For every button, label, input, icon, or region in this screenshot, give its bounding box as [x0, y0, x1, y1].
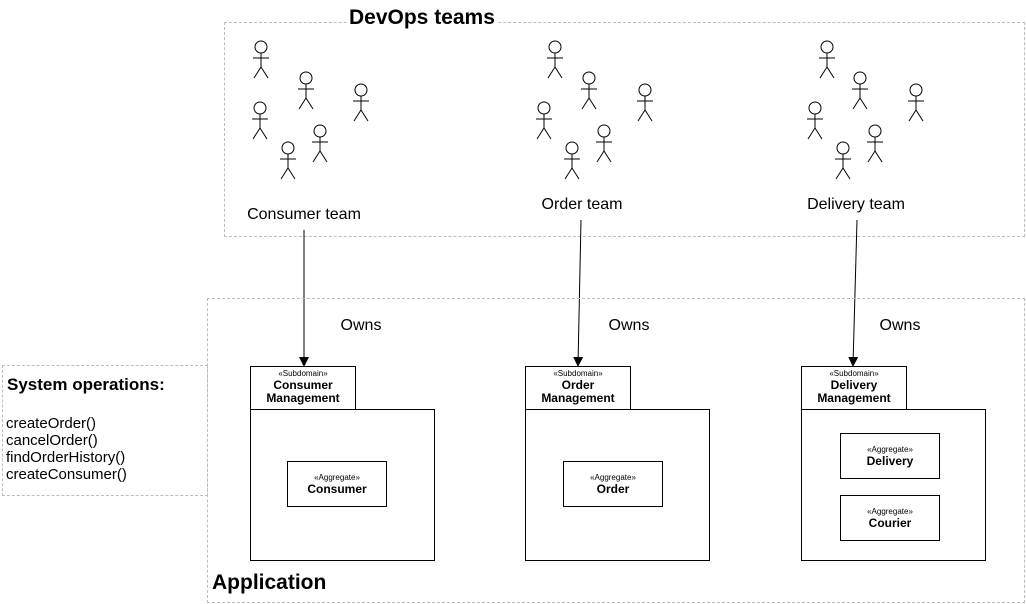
team-member-icon: [252, 40, 270, 79]
team-member-icon: [580, 71, 598, 110]
aggregate-consumer: «Aggregate» Consumer: [287, 461, 387, 507]
subdomain-tab-consumer: «Subdomain» Consumer Management: [250, 366, 356, 410]
team-member-icon: [806, 101, 824, 140]
system-operation-item: cancelOrder(): [6, 432, 98, 449]
team-label-order: Order team: [541, 196, 623, 213]
team-member-icon: [311, 124, 329, 163]
aggregate-delivery: «Aggregate» Delivery: [840, 433, 940, 479]
subdomain-name: Delivery Management: [817, 377, 891, 405]
aggregate-stereotype: «Aggregate»: [867, 506, 913, 516]
subdomain-tab-delivery: «Subdomain» Delivery Management: [801, 366, 907, 410]
system-operations-title: System operations:: [7, 375, 165, 394]
devops-teams-region: [224, 22, 1025, 237]
team-label-consumer: Consumer team: [247, 206, 361, 223]
team-member-icon: [851, 71, 869, 110]
delivery-team-figures: [806, 40, 925, 180]
team-member-icon: [535, 101, 553, 140]
aggregate-name: Delivery: [866, 453, 914, 468]
system-operation-item: findOrderHistory(): [6, 449, 126, 466]
aggregate-stereotype: «Aggregate»: [590, 472, 636, 482]
owns-label-delivery: Owns: [879, 317, 921, 334]
subdomain-name: Order Management: [541, 377, 615, 405]
aggregate-name: Courier: [868, 515, 912, 530]
aggregate-stereotype: «Aggregate»: [867, 444, 913, 454]
aggregate-stereotype: «Aggregate»: [314, 472, 360, 482]
team-member-icon: [818, 40, 836, 79]
delivery-owns-arrow: [848, 219, 859, 367]
system-operations-list: createOrder() cancelOrder() findOrderHis…: [6, 415, 127, 483]
team-member-icon: [279, 141, 297, 180]
team-member-icon: [636, 83, 654, 122]
subdomain-tab-order: «Subdomain» Order Management: [525, 366, 631, 410]
aggregate-courier: «Aggregate» Courier: [840, 495, 940, 541]
devops-teams-title: DevOps teams: [347, 6, 497, 30]
team-member-icon: [866, 124, 884, 163]
team-member-icon: [595, 124, 613, 163]
order-owns-arrow: [573, 219, 584, 367]
system-operation-item: createOrder(): [6, 415, 97, 432]
subdomain-stereotype: «Subdomain»: [278, 369, 328, 378]
subdomain-stereotype: «Subdomain»: [829, 369, 879, 378]
system-operations-box: [2, 365, 208, 496]
team-member-icon: [352, 83, 370, 122]
team-label-delivery: Delivery team: [807, 196, 905, 213]
team-member-icon: [297, 71, 315, 110]
team-member-icon: [563, 141, 581, 180]
team-member-icon: [546, 40, 564, 79]
subdomain-name: Consumer Management: [266, 377, 340, 405]
aggregate-order: «Aggregate» Order: [563, 461, 663, 507]
consumer-team-figures: [251, 40, 370, 180]
team-member-icon: [907, 83, 925, 122]
system-operation-item: createConsumer(): [6, 466, 127, 483]
aggregate-name: Consumer: [307, 481, 367, 496]
order-team-figures: [535, 40, 654, 180]
application-title: Application: [212, 571, 327, 594]
team-member-icon: [834, 141, 852, 180]
owns-label-consumer: Owns: [340, 317, 382, 334]
team-member-icon: [251, 101, 269, 140]
aggregate-name: Order: [596, 481, 630, 496]
subdomain-stereotype: «Subdomain»: [553, 369, 603, 378]
owns-label-order: Owns: [608, 317, 650, 334]
